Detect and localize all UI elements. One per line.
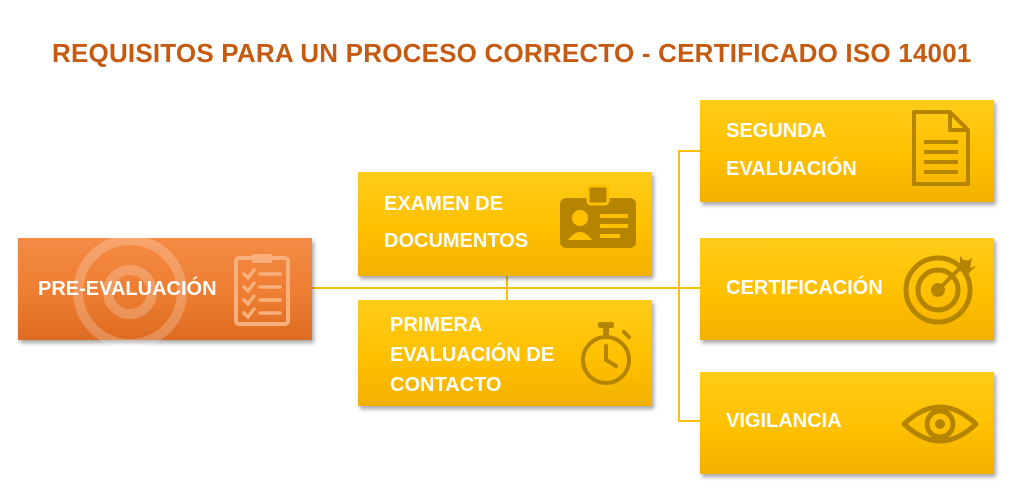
connector-to-vigilancia: [678, 420, 702, 422]
connector-right-vertical: [678, 150, 680, 422]
node-primera-line2: EVALUACIÓN DE: [390, 344, 555, 366]
node-examen-documentos: EXAMEN DE DOCUMENTOS: [358, 172, 652, 276]
node-segunda-line2: EVALUACIÓN: [726, 158, 857, 180]
page-title: REQUISITOS PARA UN PROCESO CORRECTO - CE…: [52, 38, 972, 68]
node-certificacion-label: CERTIFICACIÓN: [726, 277, 883, 299]
node-segunda-evaluacion: SEGUNDA EVALUACIÓN: [700, 100, 994, 202]
node-primera-evaluacion: PRIMERA EVALUACIÓN DE CONTACTO: [358, 300, 652, 406]
target-icon: [900, 248, 980, 337]
eye-icon: [900, 400, 980, 457]
node-examen-line1: EXAMEN DE: [384, 193, 503, 215]
checklist-icon: [230, 252, 294, 337]
node-segunda-line1: SEGUNDA: [726, 120, 827, 142]
connector-to-certificacion: [678, 287, 702, 289]
node-pre-evaluacion: PRE-EVALUACIÓN: [18, 238, 312, 340]
node-segunda-label: SEGUNDA EVALUACIÓN: [726, 112, 857, 188]
node-pre-evaluacion-label: PRE-EVALUACIÓN: [38, 278, 217, 300]
document-icon: [910, 108, 972, 197]
connector-main: [312, 287, 679, 289]
node-examen-line2: DOCUMENTOS: [384, 230, 529, 252]
node-primera-line1: PRIMERA: [390, 314, 483, 336]
node-primera-line3: CONTACTO: [390, 374, 502, 396]
node-certificacion: CERTIFICACIÓN: [700, 238, 994, 340]
node-vigilancia: VIGILANCIA: [700, 372, 994, 474]
connector-left-vertical: [506, 276, 508, 300]
id-card-icon: [558, 184, 638, 259]
node-vigilancia-label: VIGILANCIA: [726, 410, 842, 432]
node-examen-label: EXAMEN DE DOCUMENTOS: [384, 186, 528, 260]
stopwatch-icon: [576, 320, 636, 395]
node-primera-label: PRIMERA EVALUACIÓN DE CONTACTO: [390, 310, 554, 400]
connector-to-segunda: [678, 150, 702, 152]
